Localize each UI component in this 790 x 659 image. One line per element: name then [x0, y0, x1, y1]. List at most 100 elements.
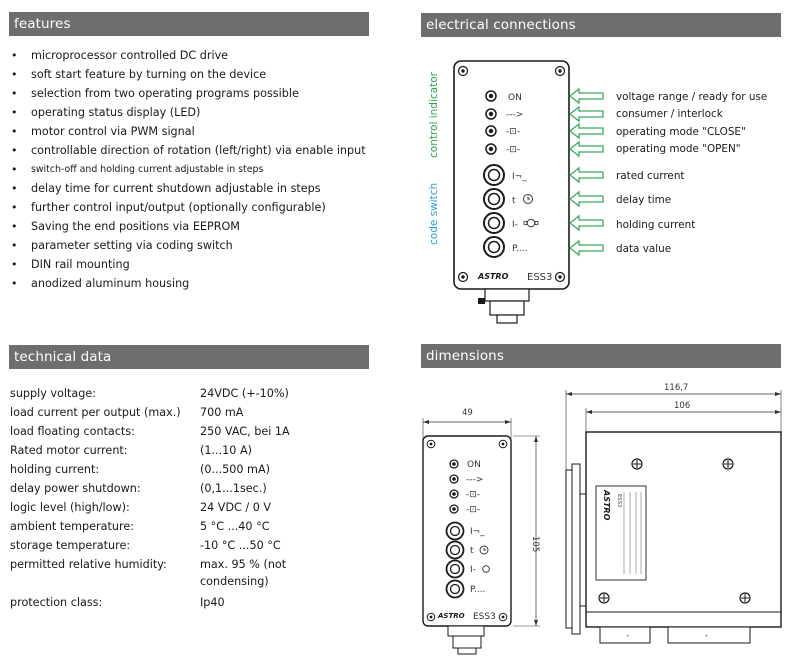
screw-icon [722, 458, 734, 470]
tech-key: Rated motor current: [10, 444, 128, 457]
motor-icon [482, 565, 490, 573]
tech-key: storage temperature: [10, 539, 131, 552]
group-label-code-switch: code switch [428, 183, 440, 245]
tech-key: permitted relative humidity: [10, 558, 167, 571]
switch-symbol-rated-current: I¬_ [512, 172, 527, 182]
tech-key: supply voltage: [10, 387, 96, 400]
led-label-consumer: ---> [466, 475, 483, 485]
screw-icon [554, 271, 566, 283]
screw-icon [598, 592, 610, 604]
tech-key: logic level (high/low): [10, 501, 130, 514]
feature-item: •Saving the end positions via EEPROM [11, 220, 240, 233]
led-icon [449, 489, 459, 499]
connection-label: consumer / interlock [616, 108, 723, 120]
connection-label: operating mode "CLOSE" [616, 126, 746, 138]
switch-symbol-data: P.... [470, 585, 485, 595]
rating-label: ASTRO ESS3 [595, 485, 647, 581]
feature-item: •operating status display (LED) [11, 106, 201, 119]
switch-symbol-rated-current: I¬_ [470, 527, 485, 537]
feature-item: •further control input/output (optionall… [11, 201, 326, 214]
connector-marker: - [626, 631, 629, 641]
tech-value: 5 °C ...40 °C [200, 520, 270, 533]
led-icon [485, 108, 497, 120]
model-label: ESS3 [527, 272, 552, 283]
tech-value: Ip40 [200, 596, 225, 609]
coding-switch-icon [445, 521, 465, 541]
section-header-features: features [9, 12, 369, 36]
led-label-on: ON [508, 93, 522, 103]
tech-value: 700 mA [200, 406, 244, 419]
arrow-left-icon [568, 122, 604, 140]
arrow-left-icon [568, 239, 604, 257]
switch-symbol-holding: I- [470, 565, 476, 575]
section-header-dimensions: dimensions [421, 344, 781, 368]
dim-width-front: 49 [462, 408, 473, 418]
coding-switch-icon [445, 540, 465, 560]
led-icon [485, 125, 497, 137]
coding-switch-icon [483, 188, 505, 210]
connection-label: rated current [616, 170, 685, 182]
feature-item: •selection from two operating programs p… [11, 87, 299, 100]
tech-value: max. 95 % (not condensing) [200, 558, 287, 588]
led-label-open: -⊡- [506, 145, 520, 155]
dim-depth-body: 106 [674, 401, 690, 411]
section-header-technical: technical data [9, 345, 369, 369]
screw-icon [457, 271, 469, 283]
section-header-electrical: electrical connections [421, 13, 781, 37]
connection-label: delay time [616, 194, 671, 206]
switch-symbol-holding: I- [512, 220, 518, 230]
screw-icon [739, 592, 751, 604]
coding-switch-icon [483, 212, 505, 234]
arrow-left-icon [568, 87, 604, 105]
tech-key: load current per output (max.) [10, 406, 181, 419]
coding-switch-icon [445, 579, 465, 599]
tech-key: protection class: [10, 596, 103, 609]
connection-arrows [568, 87, 604, 257]
feature-item: •anodized aluminum housing [11, 277, 190, 290]
switch-symbol-delay: t [512, 196, 516, 206]
tech-value: -10 °C ...50 °C [200, 539, 281, 552]
tech-value: 24VDC (+-10%) [200, 387, 289, 400]
model-label: ESS3 [473, 612, 496, 622]
led-icon [485, 143, 497, 155]
screw-icon [554, 65, 566, 77]
screw-icon [426, 612, 436, 622]
feature-item: •delay time for current shutdown adjusta… [11, 182, 321, 195]
led-label-close: -⊡- [506, 127, 520, 137]
connection-label: holding current [616, 219, 695, 231]
feature-item: •motor control via PWM signal [11, 125, 195, 138]
brand-logo: ASTRO [477, 272, 509, 281]
tech-key: delay power shutdown: [10, 482, 141, 495]
tech-value: 24 VDC / 0 V [200, 501, 272, 514]
led-label-consumer: ---> [506, 110, 523, 120]
brand-logo: ASTRO [437, 612, 465, 620]
feature-item: •controllable direction of rotation (lef… [11, 144, 366, 157]
switch-symbol-delay: t [470, 546, 474, 556]
screw-icon [498, 612, 508, 622]
tech-key: ambient temperature: [10, 520, 134, 533]
arrow-left-icon [568, 166, 604, 184]
rating-model: ESS3 [616, 494, 622, 507]
tech-key: holding current: [10, 463, 100, 476]
features-list: •microprocessor controlled DC drive •sof… [10, 47, 366, 294]
arrow-left-icon [568, 140, 604, 158]
screw-icon [426, 439, 436, 449]
feature-item: •microprocessor controlled DC drive [11, 49, 229, 62]
clock-icon [479, 545, 489, 555]
led-icon [485, 90, 497, 102]
feature-item: •switch-off and holding current adjustab… [11, 163, 264, 176]
coding-switch-icon [483, 164, 505, 186]
arrow-left-icon [568, 214, 604, 232]
din-rail-clip-icon [478, 288, 530, 324]
motor-icon [523, 218, 539, 228]
tech-key: load floating contacts: [10, 425, 135, 438]
clock-icon [523, 194, 533, 204]
led-label-open: -⊡- [466, 505, 480, 515]
tech-value: 250 VAC, bei 1A [200, 425, 290, 438]
dimension-front-view: 49 ON ---> -⊡- -⊡- I¬_ t I- P.... ASTRO … [422, 408, 540, 655]
coding-switch-icon [445, 559, 465, 579]
switch-symbol-data: P.... [512, 244, 527, 254]
dim-height: 105 [530, 536, 540, 552]
led-label-on: ON [467, 460, 481, 470]
